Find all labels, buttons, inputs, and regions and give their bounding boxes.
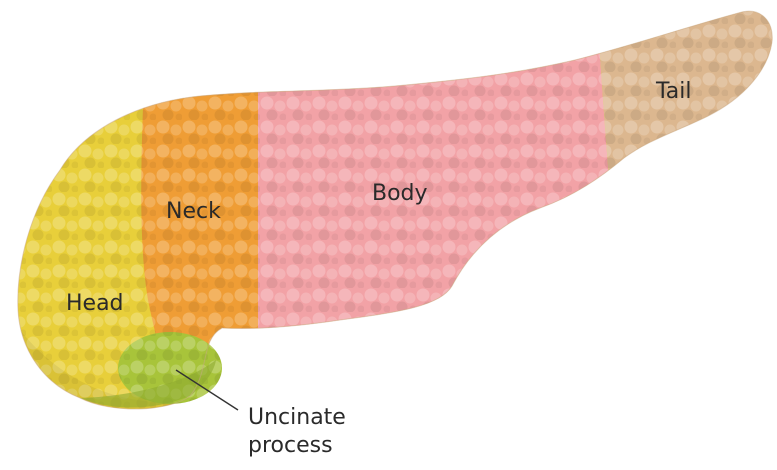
label-body: Body (372, 182, 428, 206)
label-tail: Tail (656, 80, 692, 104)
label-uncinate-line2: process (248, 432, 346, 460)
label-neck: Neck (166, 200, 221, 224)
label-uncinate-process: Uncinate process (248, 404, 346, 459)
label-uncinate-line1: Uncinate (248, 404, 346, 432)
label-head: Head (66, 292, 124, 316)
